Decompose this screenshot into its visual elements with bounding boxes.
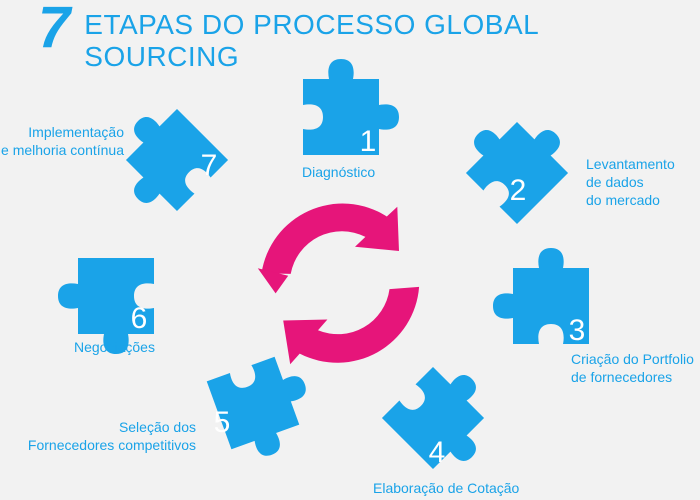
step-label-6: Negociações bbox=[74, 339, 155, 355]
step-label-2: Levantamento de dados do mercado bbox=[586, 156, 675, 208]
page-title: 7 ETAPAS DO PROCESSO GLOBAL SOURCING bbox=[38, 0, 700, 73]
step-number-6: 6 bbox=[131, 302, 148, 335]
step-number-3: 3 bbox=[569, 314, 586, 347]
step-number-7: 7 bbox=[201, 149, 218, 182]
puzzle-piece-1: 1 bbox=[303, 59, 399, 158]
step-label-5: Seleção dos Fornecedores competitivos bbox=[27, 419, 196, 453]
title-text: ETAPAS DO PROCESSO GLOBAL SOURCING bbox=[84, 9, 539, 72]
step-number-4: 4 bbox=[429, 436, 446, 469]
puzzle-piece-7: 7 bbox=[99, 95, 229, 225]
puzzle-piece-2: 2 bbox=[452, 95, 582, 225]
step-number-1: 1 bbox=[360, 125, 377, 158]
step-label-4: Elaboração de Cotação bbox=[373, 480, 520, 496]
puzzle-piece-3: 3 bbox=[493, 248, 589, 347]
puzzle-piece-4: 4 bbox=[381, 353, 511, 483]
cycle-arrows-icon bbox=[257, 203, 420, 365]
step-label-3: Criação do Portfolio de fornecedores bbox=[571, 351, 694, 385]
puzzle-piece-5: 5 bbox=[206, 350, 324, 468]
title-number: 7 bbox=[38, 0, 71, 60]
step-label-7: Implementação e melhoria contínua bbox=[1, 124, 124, 158]
puzzle-piece-6: 6 bbox=[58, 258, 154, 354]
step-number-5: 5 bbox=[214, 406, 231, 439]
step-label-1: Diagnóstico bbox=[302, 164, 376, 180]
step-number-2: 2 bbox=[510, 174, 527, 207]
